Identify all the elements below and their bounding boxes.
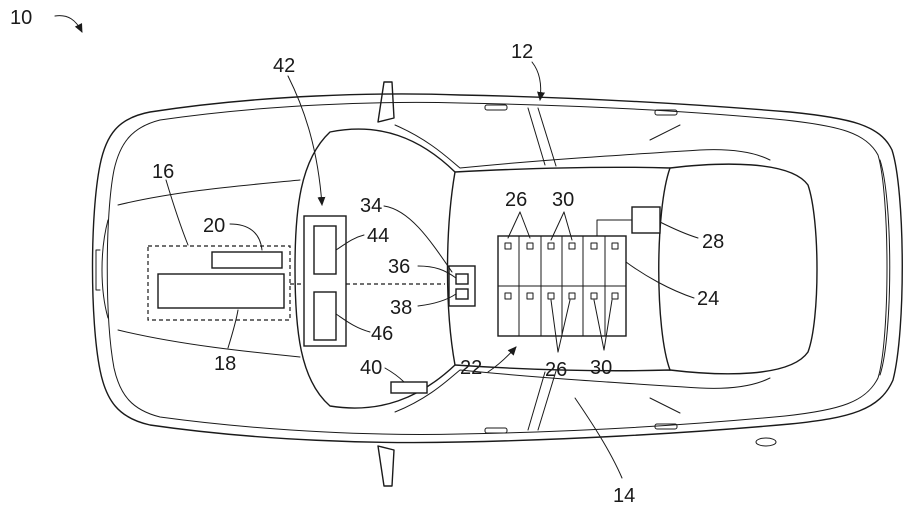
label-engine-top: 20	[203, 215, 225, 237]
label-front-compartment: 16	[152, 161, 174, 183]
dual-module	[304, 216, 346, 346]
label-fuse-upper: 36	[388, 256, 410, 278]
label-module-upper: 44	[367, 225, 389, 247]
controller	[597, 207, 660, 236]
module-upper-44	[314, 226, 336, 274]
label-module-lower: 46	[371, 323, 393, 345]
label-terminal-upper: 30	[552, 189, 574, 211]
label-engine: 18	[214, 353, 236, 375]
label-cabin: 14	[613, 485, 635, 507]
engine-block	[158, 274, 284, 308]
label-terminal-lower: 30	[590, 357, 612, 379]
label-dual-module: 42	[273, 55, 295, 77]
battery-pack	[498, 236, 626, 336]
label-module-40: 40	[360, 357, 382, 379]
label-battery-case: 24	[697, 288, 719, 310]
label-body: 12	[511, 41, 533, 63]
label-vehicle: 10	[10, 7, 32, 29]
fuse-box	[449, 266, 475, 306]
module-lower-46	[314, 292, 336, 340]
label-fuse-lower: 38	[390, 297, 412, 319]
label-cell-upper: 26	[505, 189, 527, 211]
engine-top-block	[212, 252, 282, 268]
label-battery-pack: 22	[460, 357, 482, 379]
module-40	[391, 382, 427, 393]
label-controller: 28	[702, 231, 724, 253]
label-connector: 34	[360, 195, 382, 217]
label-cell-lower: 26	[545, 359, 567, 381]
